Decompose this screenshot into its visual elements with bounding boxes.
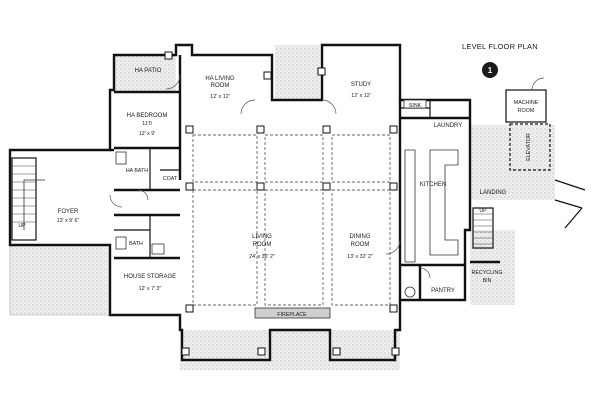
machine-room-box (505, 89, 547, 123)
stair-up-label-left: UP (18, 223, 26, 229)
room-label-living-2: ROOM (253, 242, 272, 248)
room-label-kitchen: KITCHEN (420, 182, 446, 188)
room-size-ha-living: 12' x 12' (210, 94, 229, 100)
patio-area-top-left (114, 55, 176, 91)
room-label-landing: LANDING (480, 190, 507, 196)
room-label-laundry: LAUNDRY (434, 123, 463, 129)
room-label-ha-bedroom: HA BEDROOM (127, 113, 168, 119)
plan-title: LEVEL FLOOR PLAN (462, 42, 538, 51)
room-label-machine-room: MACHINE (514, 100, 539, 106)
room-size-dining: 13' x 32' 2" (347, 254, 373, 260)
room-label-recycling-2: BIN (483, 278, 492, 284)
room-label-recycling: RECYCLING (472, 270, 503, 276)
door-swings (109, 74, 431, 279)
machine-room-door-arc (531, 77, 545, 91)
ceiling-grid (192, 134, 391, 306)
stair-up-label-right: UP (479, 208, 487, 214)
room-label-foyer: FOYER (58, 209, 79, 215)
room-label-pantry: PANTRY (431, 288, 455, 294)
kitchen-fixtures (403, 99, 459, 263)
patio-area-top-middle (275, 45, 320, 100)
room-label-dining: DINING (350, 234, 371, 240)
patio-area-left (9, 244, 111, 316)
room-label-ha-patio: HA PATIO (135, 68, 162, 74)
structural-columns (164, 51, 400, 356)
left-stair-arrow (23, 179, 45, 230)
room-label-ha-living-2: ROOM (211, 83, 230, 89)
room-size-ha-bedroom-1: 11'0 (142, 121, 152, 127)
right-stair-treads (473, 213, 493, 245)
room-label-bath: BATH (129, 241, 143, 247)
room-label-study: STUDY (351, 82, 371, 88)
room-size-house-storage: 12' x 7' 3" (139, 286, 162, 292)
room-size-foyer: 13' x 9' 6" (57, 218, 80, 224)
plan-number-badge (482, 62, 498, 78)
room-label-ha-living: HA LIVING (205, 76, 235, 82)
elevator-shaft (509, 123, 551, 171)
label-sink: SINK (409, 103, 422, 109)
plan-number-badge-label: 1 (488, 66, 493, 75)
patio-area-right (470, 125, 555, 200)
right-stair-block (472, 207, 494, 249)
room-label-coat: COAT (163, 176, 178, 182)
right-railing (554, 179, 586, 229)
room-label-ha-bath: HA BATH (126, 168, 148, 174)
room-label-house-storage: HOUSE STORAGE (124, 274, 176, 280)
room-label-dining-2: ROOM (351, 242, 370, 248)
fireplace-hearth (254, 307, 331, 319)
room-size-living: 24' x 32' 2" (249, 254, 275, 260)
room-label-living: LIVING (252, 234, 272, 240)
bath-fixtures (115, 151, 165, 255)
foyer-stair-block (11, 157, 37, 241)
exterior-wall (8, 43, 472, 362)
room-label-machine-room-2: ROOM (518, 108, 534, 114)
room-size-ha-bedroom-2: 12' x 9' (139, 131, 155, 137)
partition-walls (114, 100, 431, 258)
label-elevator: ELEVATOR (526, 133, 532, 161)
label-fireplace: FIREPLACE (277, 312, 307, 318)
patio-area-bottom (180, 330, 400, 370)
water-heater-icon (404, 286, 416, 298)
room-size-study: 12' x 12' (351, 93, 370, 99)
